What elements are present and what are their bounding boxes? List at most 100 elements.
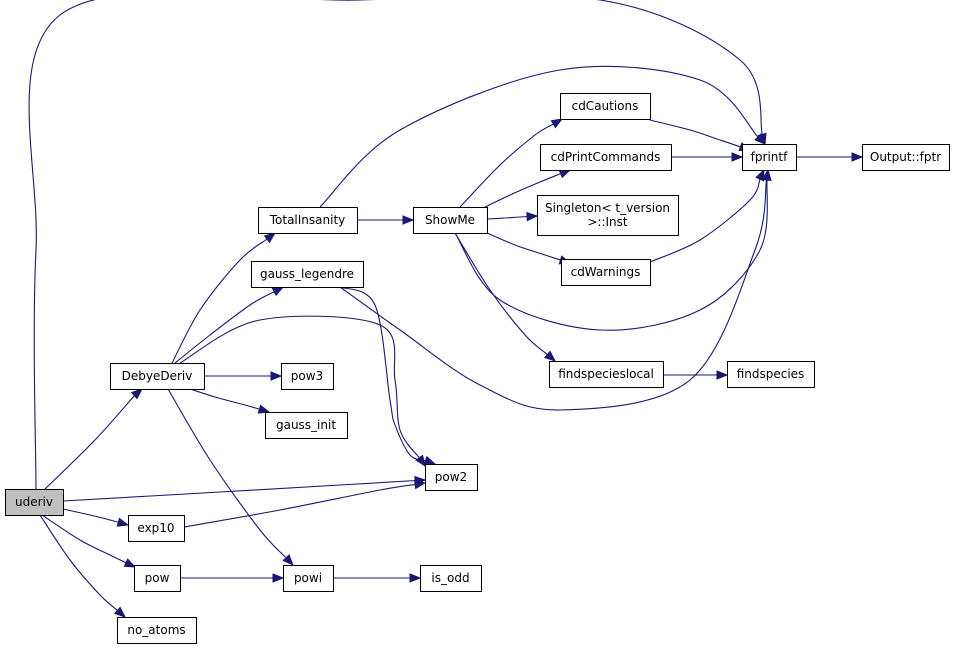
- node-box: [134, 565, 181, 592]
- node-label: powi: [294, 571, 322, 585]
- edge-line: [183, 483, 417, 528]
- node-box: [258, 207, 358, 234]
- edge-line: [44, 391, 139, 490]
- node-box: [549, 361, 664, 388]
- node-box: [560, 93, 651, 120]
- edge-showme-to-findspecieslocal: [454, 232, 557, 362]
- arrowhead-icon: [550, 118, 564, 129]
- node-box: [537, 195, 679, 236]
- node-box: [283, 565, 334, 592]
- node-label: ShowMe: [425, 213, 475, 227]
- node-label: pow3: [291, 369, 323, 383]
- edge-totalinsanity-to-showme: [357, 215, 415, 225]
- node-is-odd[interactable]: is_odd: [420, 565, 482, 592]
- node-label: exp10: [137, 521, 174, 535]
- node-box: [425, 464, 478, 491]
- edge-uderiv-to-exp10: [62, 508, 130, 527]
- node-fprintf[interactable]: fprintf: [742, 144, 797, 171]
- arrowhead-icon: [731, 152, 744, 162]
- node-box: [128, 515, 185, 542]
- edge-line: [339, 178, 768, 411]
- edge-line: [28, 0, 763, 490]
- nodes-layer: uderiv DebyeDeriv TotalInsanity gauss_legen…: [5, 93, 950, 644]
- arrowhead-icon: [116, 517, 130, 527]
- node-box: [281, 363, 334, 390]
- edge-line: [454, 232, 549, 356]
- edges-layer: [28, 0, 864, 618]
- node-label: is_odd: [431, 571, 469, 585]
- node-totalinsanity[interactable]: TotalInsanity: [258, 207, 358, 234]
- node-cdprintcommands[interactable]: cdPrintCommands: [540, 144, 672, 171]
- arrowhead-icon: [270, 371, 283, 381]
- node-pow3[interactable]: pow3: [281, 363, 334, 390]
- node-output-fptr[interactable]: Output::fptr: [862, 144, 950, 171]
- edge-gauss-legendre-to-pow2: [339, 286, 437, 465]
- node-gauss-legendre[interactable]: gauss_legendre: [251, 261, 364, 288]
- node-box: [420, 565, 482, 592]
- edge-uderiv-to-pow2: [62, 475, 427, 502]
- arrowhead-icon: [271, 286, 285, 297]
- node-showme[interactable]: ShowMe: [413, 207, 488, 234]
- node-box: [265, 412, 348, 439]
- edge-line: [649, 177, 761, 263]
- edge-line: [171, 238, 269, 364]
- node-pow[interactable]: pow: [134, 565, 181, 592]
- node-gauss-init[interactable]: gauss_init: [265, 412, 348, 439]
- node-cdwarnings[interactable]: cdWarnings: [561, 259, 651, 286]
- edge-line: [62, 508, 120, 524]
- edge-showme-to-cdwarnings: [484, 231, 572, 265]
- node-exp10[interactable]: exp10: [128, 515, 185, 542]
- node-no-atoms[interactable]: no_atoms: [117, 617, 197, 644]
- node-box: [561, 259, 651, 286]
- node-box: [862, 144, 950, 171]
- node-cdcautions[interactable]: cdCautions: [560, 93, 651, 120]
- arrowhead-icon: [114, 606, 127, 618]
- edge-debyederiv-to-powi: [167, 388, 294, 566]
- node-findspecies[interactable]: findspecies: [727, 361, 815, 388]
- edge-cdprintcommands-to-fprintf: [671, 152, 744, 162]
- node-label: findspecieslocal: [558, 367, 654, 381]
- arrowhead-icon: [754, 133, 766, 145]
- edge-uderiv-to-no-atoms: [39, 514, 127, 618]
- edge-cdwarnings-to-fprintf: [649, 168, 765, 263]
- node-uderiv[interactable]: uderiv: [5, 489, 64, 516]
- arrowhead-icon: [762, 168, 772, 181]
- node-box: [110, 363, 205, 390]
- node-label: >::Inst: [587, 215, 628, 229]
- edge-debyederiv-to-gauss-init: [189, 388, 271, 414]
- node-singleton[interactable]: Singleton< t_version>::Inst: [537, 195, 679, 236]
- node-label: Output::fptr: [870, 150, 941, 164]
- node-label: gauss_init: [276, 418, 336, 432]
- arrowhead-icon: [123, 558, 137, 568]
- node-label: Singleton< t_version: [545, 201, 670, 215]
- arrowhead-icon: [423, 455, 437, 465]
- node-box: [727, 361, 815, 388]
- edge-line: [39, 514, 119, 612]
- node-label: pow: [145, 571, 170, 585]
- arrowhead-icon: [282, 554, 294, 566]
- edge-showme-to-fprintf: [454, 168, 772, 331]
- edge-totalinsanity-to-fprintf: [319, 65, 766, 208]
- arrowhead-icon: [851, 152, 864, 162]
- arrowhead-icon: [716, 370, 729, 380]
- node-pow2[interactable]: pow2: [425, 464, 478, 491]
- node-findspecieslocal[interactable]: findspecieslocal: [549, 361, 664, 388]
- edge-exp10-to-pow2: [183, 479, 427, 528]
- edge-powi-to-is-odd: [333, 573, 422, 583]
- edge-line: [339, 286, 427, 462]
- node-box: [251, 261, 364, 288]
- edge-line: [459, 123, 555, 208]
- edge-line: [41, 514, 128, 564]
- edge-line: [189, 388, 261, 411]
- arrowhead-icon: [413, 479, 427, 490]
- node-debyederiv[interactable]: DebyeDeriv: [110, 363, 205, 390]
- arrowhead-icon: [558, 169, 572, 179]
- arrowhead-icon: [263, 232, 277, 244]
- node-powi[interactable]: powi: [283, 565, 334, 592]
- arrowhead-icon: [755, 168, 765, 182]
- arrowhead-icon: [409, 573, 422, 583]
- arrowhead-icon: [272, 573, 285, 583]
- edge-line: [484, 172, 562, 208]
- edge-showme-to-cdcautions: [459, 118, 564, 208]
